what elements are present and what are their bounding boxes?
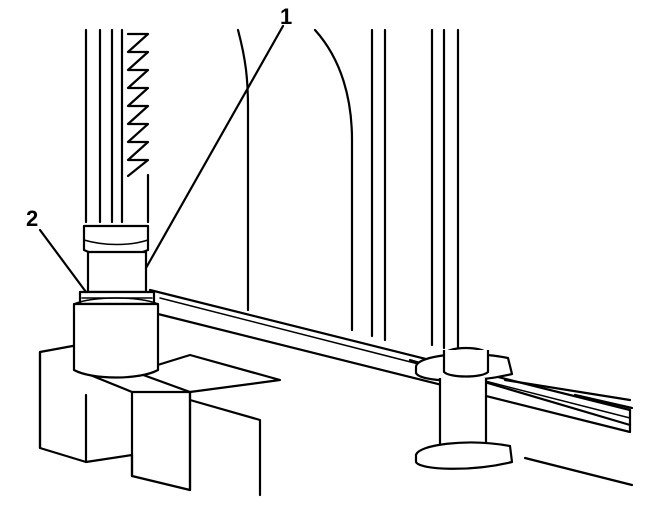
callout-1-label: 1	[280, 4, 292, 29]
callout-1-leader	[144, 24, 285, 270]
callout-2-label: 2	[26, 206, 38, 231]
leader-lines	[38, 24, 285, 294]
spring-rod	[84, 28, 150, 224]
bushing-assembly	[72, 224, 160, 379]
callout-2-leader	[38, 228, 88, 294]
pivot-pin	[414, 346, 514, 470]
background-frame	[236, 28, 460, 352]
